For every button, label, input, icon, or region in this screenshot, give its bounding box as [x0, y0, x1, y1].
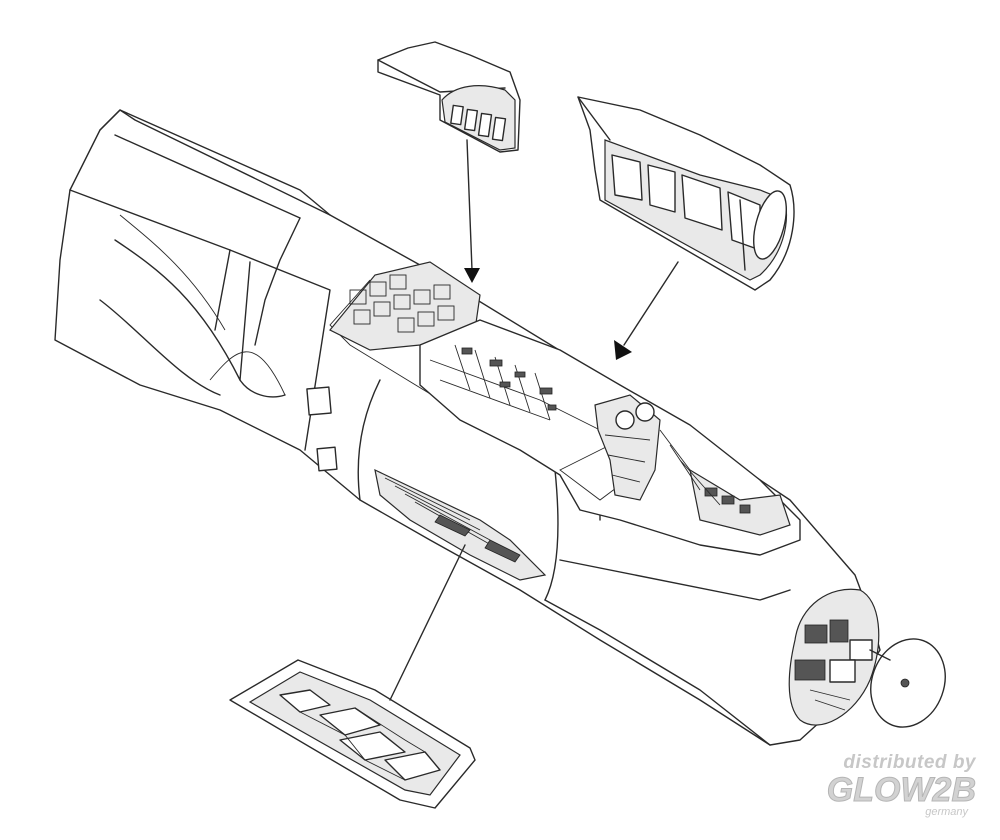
spine-hatch-part [377, 41, 521, 153]
watermark-line3: germany [925, 806, 968, 818]
cockpit-area [329, 261, 801, 556]
distributor-watermark: distributed by GLOW2B germany [816, 752, 976, 818]
canopy-part [577, 96, 795, 291]
leader-floor-panel [389, 544, 466, 701]
floor-panel-part [229, 659, 476, 809]
nose-bulkhead [788, 588, 946, 728]
arrow-hatch [464, 139, 480, 283]
arrow-canopy [614, 261, 679, 360]
watermark-line1: distributed by [843, 752, 976, 773]
watermark-logo: GLOW2B [826, 771, 976, 809]
